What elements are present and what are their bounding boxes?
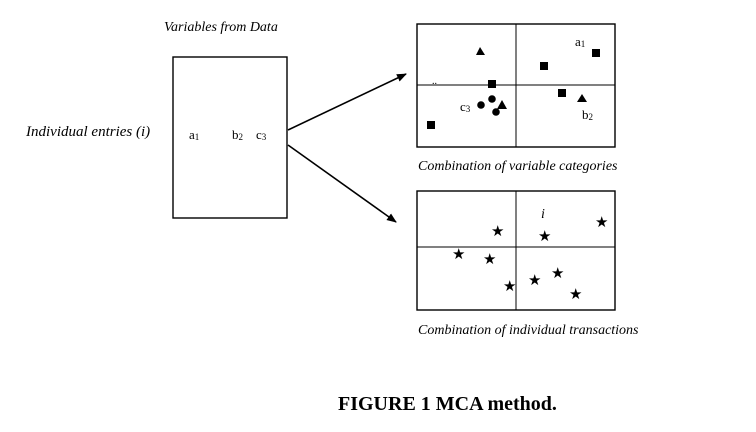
individual-entries-label: Individual entries (i) (26, 124, 151, 140)
data-matrix-box (172, 56, 288, 219)
bottom-plot-caption: Combination of individual transactions (418, 323, 639, 338)
square-marker (427, 121, 435, 129)
variables-header-label: Variables from Data (164, 20, 278, 35)
star-marker: ★ (595, 215, 608, 231)
circle-marker (492, 108, 500, 116)
star-marker: ★ (452, 247, 465, 263)
arrow-to-individual-plot (287, 144, 397, 223)
variable-categories-plot: .. a1 b2 c3 (416, 23, 616, 148)
individual-transactions-plot: i ★ ★ ★ ★ ★ ★ ★ ★ ★ (416, 190, 616, 311)
star-marker: ★ (569, 287, 582, 303)
figure-caption: FIGURE 1 MCA method. (338, 393, 557, 415)
star-marker: ★ (491, 224, 504, 240)
triangle-marker (497, 100, 507, 109)
star-marker: ★ (538, 229, 551, 245)
category-label-b2: b2 (582, 107, 593, 122)
arrow-to-variable-plot (287, 73, 407, 131)
svg-text:..: .. (432, 76, 437, 87)
star-marker: ★ (503, 279, 516, 295)
star-marker: ★ (483, 252, 496, 268)
star-marker: ★ (551, 266, 564, 282)
top-plot-caption: Combination of variable categories (418, 159, 618, 174)
circle-marker (477, 101, 485, 109)
category-label-c3: c3 (460, 99, 471, 114)
triangle-marker (577, 94, 587, 102)
matrix-entry-a1: a1 (189, 127, 199, 142)
square-marker (488, 80, 496, 88)
matrix-entry-b2: b2 (232, 127, 243, 142)
triangle-marker (476, 47, 485, 55)
matrix-entry-c3: c3 (256, 127, 267, 142)
square-marker (540, 62, 548, 70)
star-marker: ★ (528, 273, 541, 289)
square-marker (592, 49, 600, 57)
category-label-a1: a1 (575, 34, 585, 49)
circle-marker (488, 95, 496, 103)
individual-label-i: i (541, 207, 545, 222)
square-marker (558, 89, 566, 97)
